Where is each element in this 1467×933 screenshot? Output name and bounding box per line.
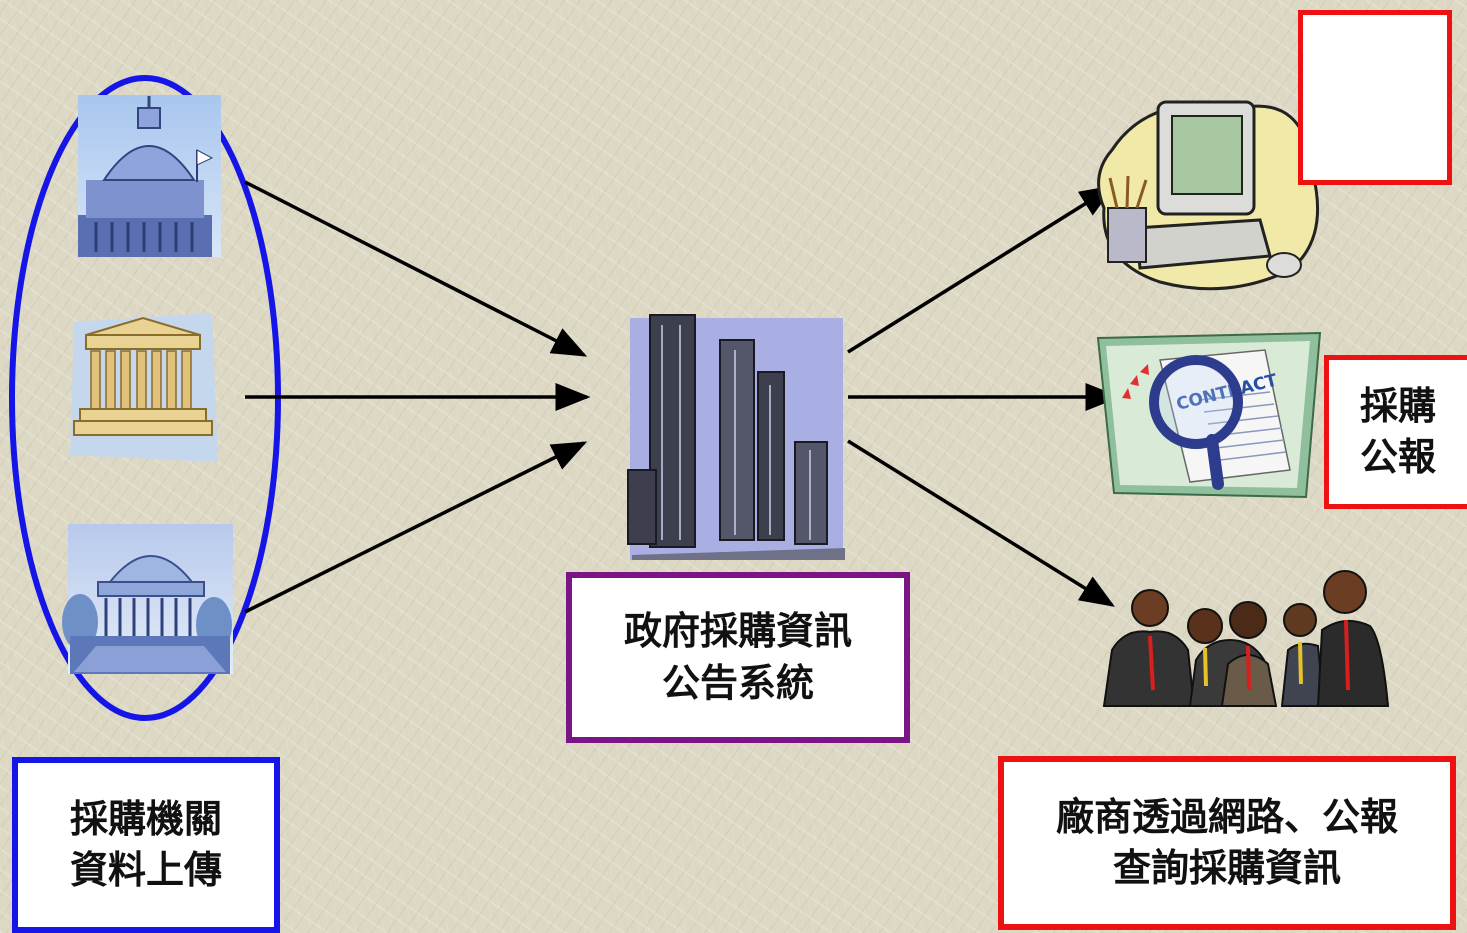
gazette-label-line-1: 採購 [1359, 383, 1436, 428]
agency-upload-label-line-2: 資料上傳 [69, 848, 222, 892]
domed-memorial-icon [62, 524, 233, 674]
vendor-query-box: 廠商透過網路、公報 查詢採購資訊 [998, 756, 1456, 930]
greek-temple-icon [70, 313, 218, 462]
agency-upload-label-line-1: 採購機關 [69, 796, 222, 841]
vendor-query-label-line-1: 廠商透過網路、公報 [1055, 794, 1398, 839]
web-output-box [1298, 10, 1452, 185]
arrow-system-to-computer [847, 185, 1115, 354]
business-people-icon [1102, 570, 1390, 707]
vendor-query-label-line-2: 查詢採購資訊 [1112, 846, 1341, 890]
procurement-system-label-line-2: 公告系統 [661, 660, 814, 705]
gazette-label-line-2: 公報 [1359, 435, 1436, 479]
procurement-system-label-line-1: 政府採購資訊 [623, 609, 852, 654]
arrow-capitol-to-system [244, 180, 588, 357]
arrows-agencies-to-system [244, 180, 591, 614]
arrows-system-to-outputs [847, 185, 1121, 607]
skyscraper-icon [627, 314, 845, 560]
capitol-building-icon [78, 95, 221, 257]
contract-magnifier-icon: CONTRACT [1096, 331, 1322, 499]
computer-icon [1097, 100, 1320, 291]
procurement-gazette-box: 採購 公報 [1324, 355, 1467, 509]
arrow-system-to-people [847, 439, 1115, 607]
agency-upload-box: 採購機關 資料上傳 [12, 757, 280, 933]
procurement-system-box: 政府採購資訊 公告系統 [566, 572, 910, 743]
arrow-memorial-to-system [244, 441, 588, 614]
